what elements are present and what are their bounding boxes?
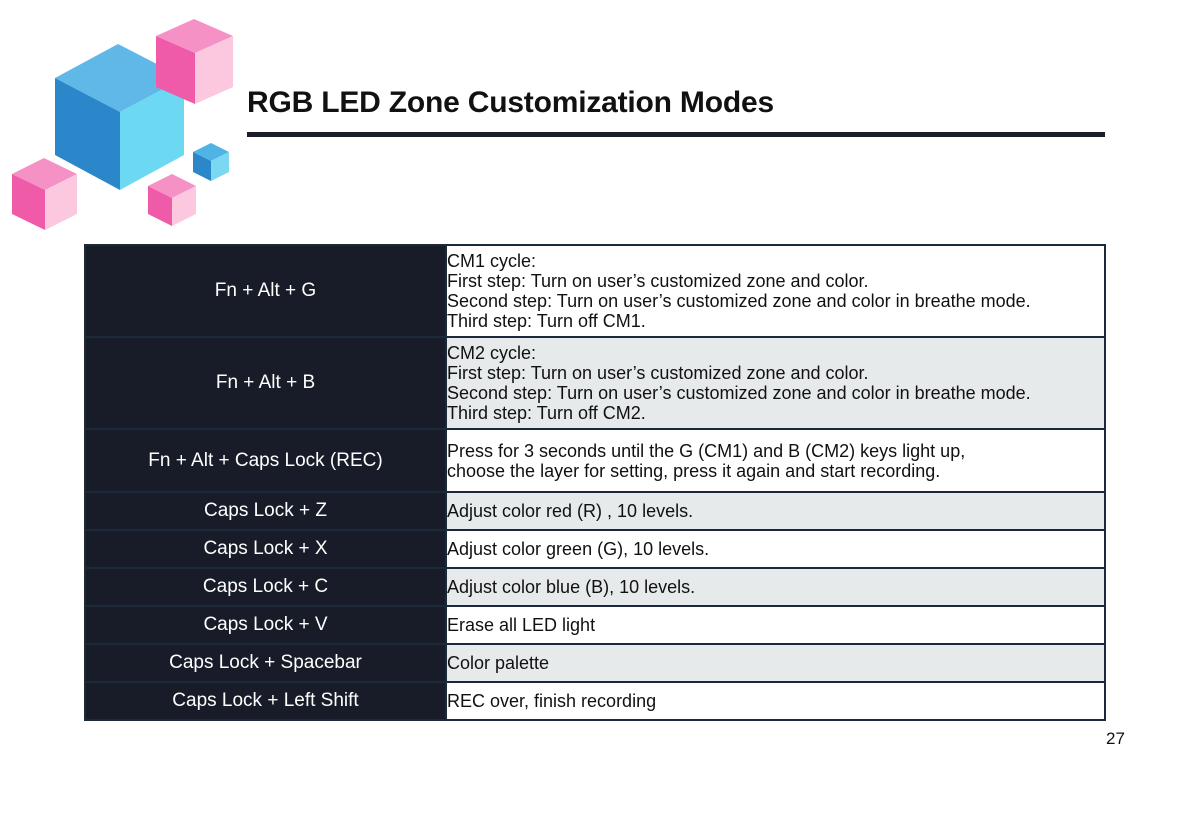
description-line: Adjust color green (G), 10 levels.	[447, 539, 710, 559]
decorative-cubes-graphic	[12, 19, 233, 230]
description-line: CM1 cycle:	[447, 251, 537, 271]
pink-cube-top	[156, 19, 233, 104]
mode-description: Adjust color green (G), 10 levels.	[445, 529, 1106, 569]
mode-description: Erase all LED light	[445, 605, 1106, 645]
title-underline	[247, 132, 1105, 137]
key-combination: Caps Lock + Spacebar	[84, 643, 447, 683]
description-line: REC over, finish recording	[447, 691, 657, 711]
mode-description: Adjust color blue (B), 10 levels.	[445, 567, 1106, 607]
description-line: Third step: Turn off CM1.	[447, 311, 646, 331]
key-combination: Caps Lock + V	[84, 605, 447, 645]
page-title: RGB LED Zone Customization Modes	[247, 86, 774, 119]
description-line: Press for 3 seconds until the G (CM1) an…	[447, 440, 966, 461]
key-combination: Caps Lock + X	[84, 529, 447, 569]
mode-description: REC over, finish recording	[445, 681, 1106, 721]
key-combination: Fn + Alt + Caps Lock (REC)	[84, 428, 447, 493]
pink-cube-small	[148, 174, 196, 226]
key-combination: Caps Lock + Z	[84, 491, 447, 531]
description-line: Second step: Turn on user’s customized z…	[447, 291, 1031, 311]
mode-description: Press for 3 seconds until the G (CM1) an…	[445, 428, 1106, 493]
description-line: Color palette	[447, 653, 550, 673]
description-line: choose the layer for setting, press it a…	[447, 460, 941, 481]
description-line: Erase all LED light	[447, 615, 596, 635]
description-line: First step: Turn on user’s customized zo…	[447, 271, 869, 291]
key-combination: Fn + Alt + G	[84, 244, 447, 338]
table-row: Fn + Alt + Caps Lock (REC)Press for 3 se…	[84, 428, 1106, 493]
pink-cube-left	[12, 158, 77, 230]
mode-description: Color palette	[445, 643, 1106, 683]
small-blue-cube	[193, 143, 229, 181]
key-combination: Caps Lock + Left Shift	[84, 681, 447, 721]
big-blue-cube	[55, 44, 184, 190]
description-line: Adjust color blue (B), 10 levels.	[447, 577, 696, 597]
description-line: Second step: Turn on user’s customized z…	[447, 383, 1031, 403]
key-combination: Fn + Alt + B	[84, 336, 447, 430]
description-line: First step: Turn on user’s customized zo…	[447, 363, 869, 383]
description-line: CM2 cycle:	[447, 343, 537, 363]
mode-description: Adjust color red (R) , 10 levels.	[445, 491, 1106, 531]
key-combination: Caps Lock + C	[84, 567, 447, 607]
mode-description: CM2 cycle:First step: Turn on user’s cus…	[445, 336, 1106, 430]
description-line: Adjust color red (R) , 10 levels.	[447, 501, 694, 521]
description-line: Third step: Turn off CM2.	[447, 403, 646, 423]
mode-description: CM1 cycle:First step: Turn on user’s cus…	[445, 244, 1106, 338]
page-number: 27	[1106, 729, 1125, 748]
